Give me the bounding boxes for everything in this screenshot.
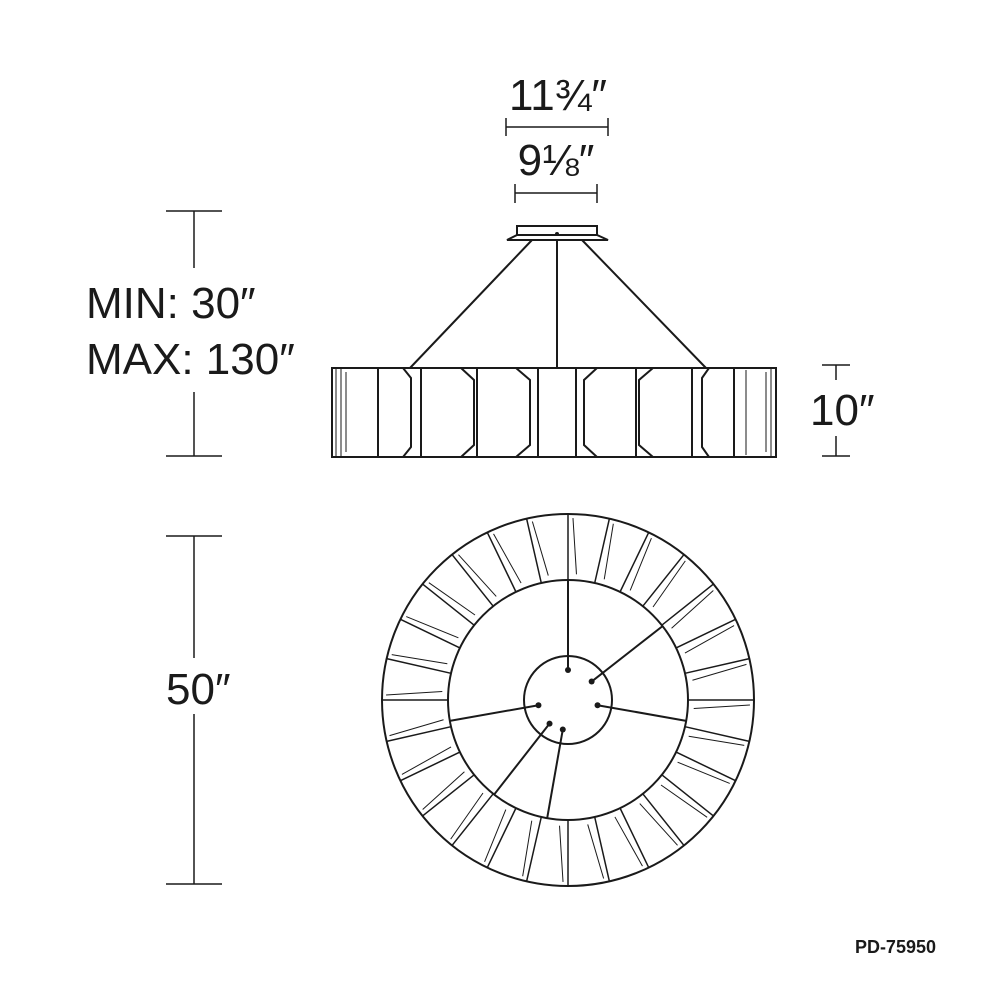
plan-blade-divider [675,751,736,782]
plan-blade-facet [531,521,549,576]
canopy [506,225,609,241]
plan-blade-facet [671,590,714,629]
plan-blade-divider [661,774,714,817]
plan-blade-facet [572,518,577,575]
model-number: PD-75950 [855,937,936,957]
plan-blade-facet [639,803,678,846]
plan-blade-facet [692,663,747,681]
plan-blade-facet [677,761,730,784]
canopy-inner-width-label: 9⅛″ [518,136,595,185]
plan-blade-facet [603,523,614,580]
plan-spoke-anchor [588,678,595,685]
plan-blade-divider [661,583,714,626]
fixture-height-label: 10″ [810,386,875,435]
ring-blades [331,367,777,458]
plan-blade-divider [451,793,494,846]
plan-blade-divider [422,774,475,817]
plan-blade-divider [386,657,452,675]
plan-blade-facet [450,792,484,840]
diameter-dimension: 50″ [166,535,231,885]
plan-blade-facet [587,824,605,879]
plan-blade-facet [660,784,708,818]
plan-blade-facet [484,809,507,862]
plan-spoke [597,704,687,722]
plan-blade-divider [486,807,517,868]
overall-height-dimension: MIN: 30″ MAX: 130″ [86,210,295,457]
plan-blade-facet [684,625,735,654]
fixture-height-dimension: 10″ [810,364,875,457]
canopy-outer-dimension: 11¾″ [505,71,609,136]
plan-blade-facet [428,582,476,616]
side-elevation [331,225,777,458]
plan-blade-facet [522,820,533,877]
plan-blade-facet [422,771,465,810]
canopy-inner-dimension: 9⅛″ [514,136,598,203]
plan-blade-divider [619,532,650,593]
plan-blade-facet [614,816,643,867]
plan-spoke-anchor [594,702,601,709]
suspension-cables [409,239,707,369]
plan-blade-divider [642,554,685,607]
plan-blade-facet [386,691,443,696]
plan-view [381,513,755,887]
plan-blade-facet [693,704,750,709]
plan-spoke-anchor [559,726,566,733]
plan-blade-divider [486,532,517,593]
plan-blade-divider [400,618,461,649]
plan-blade-divider [451,554,494,607]
plan-blade-facet [652,560,686,608]
plan-blade-facet [629,538,652,591]
plan-spoke [493,723,551,796]
plan-blade-facet [391,654,448,665]
plan-spoke [449,704,539,722]
plan-spoke [591,625,664,683]
height-min-label: MIN: 30″ [86,279,256,328]
plan-blade-divider [619,807,650,868]
plan-blade-facet [493,533,522,584]
plan-blade-facet [406,616,459,639]
plan-blade-divider [525,816,543,882]
plan-blade-divider [684,657,750,675]
plan-blade-facet [458,554,497,597]
plan-blade-facet [401,746,452,775]
plan-spoke [546,729,564,819]
canopy-outer-width-label: 11¾″ [509,71,607,120]
plan-blade-facet [389,719,444,737]
plan-blade-facet [688,735,745,746]
plan-blade-divider [593,816,611,882]
plan-blade-divider [675,618,736,649]
plan-spokes [449,580,687,819]
plan-blade-divider [525,518,543,584]
plan-blade-divider [684,725,750,743]
height-max-label: MAX: 130″ [86,335,295,384]
plan-spoke-anchor [546,720,553,727]
plan-blade-divider [400,751,461,782]
plan-blade-facet [559,825,564,882]
plan-blade-divider [386,725,452,743]
plan-blade-divider [422,583,475,626]
plan-spoke-anchor [535,702,542,709]
plan-spoke-anchor [565,667,571,673]
plan-blades [382,514,754,886]
plan-blade-divider [593,518,611,584]
plan-blade-divider [642,793,685,846]
diameter-label: 50″ [166,665,231,714]
